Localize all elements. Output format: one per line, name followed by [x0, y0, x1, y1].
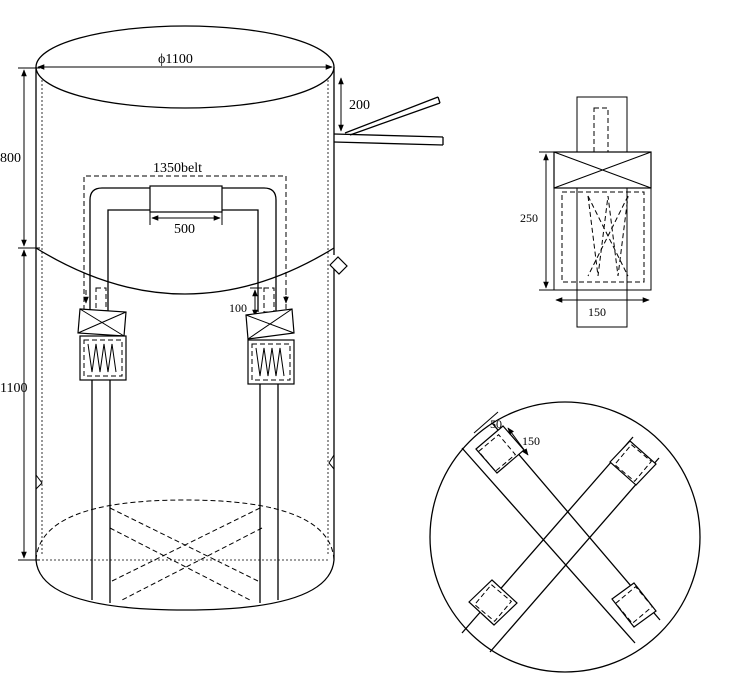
detail-width-label: 150 — [588, 305, 606, 319]
top-height-label: 800 — [0, 151, 21, 166]
loop-height-dimension — [250, 287, 262, 317]
spout-length-label: 200 — [349, 98, 370, 113]
bottom-cross — [109, 507, 263, 601]
left-loop-patch — [77, 308, 127, 381]
belt-label: 1350belt — [153, 161, 202, 176]
detail-height-label: 250 — [520, 211, 538, 225]
loop-detail — [539, 96, 652, 328]
belt-width-dimension — [149, 212, 223, 225]
height-dimensions — [18, 67, 40, 561]
spout-indicator — [333, 77, 444, 146]
loop-height-label: 100 — [229, 301, 247, 315]
circle-offset-label: 50 — [490, 417, 502, 431]
belt-width-label: 500 — [174, 222, 195, 237]
right-loop-patch — [245, 308, 295, 385]
body-height-label: 1100 — [0, 381, 27, 396]
bottom-circle-view — [429, 401, 701, 673]
circle-patch-label: 150 — [522, 434, 540, 448]
belt-loops — [83, 175, 289, 603]
bulk-bag-body — [35, 25, 348, 611]
diameter-label: ϕ1100 — [158, 52, 193, 67]
